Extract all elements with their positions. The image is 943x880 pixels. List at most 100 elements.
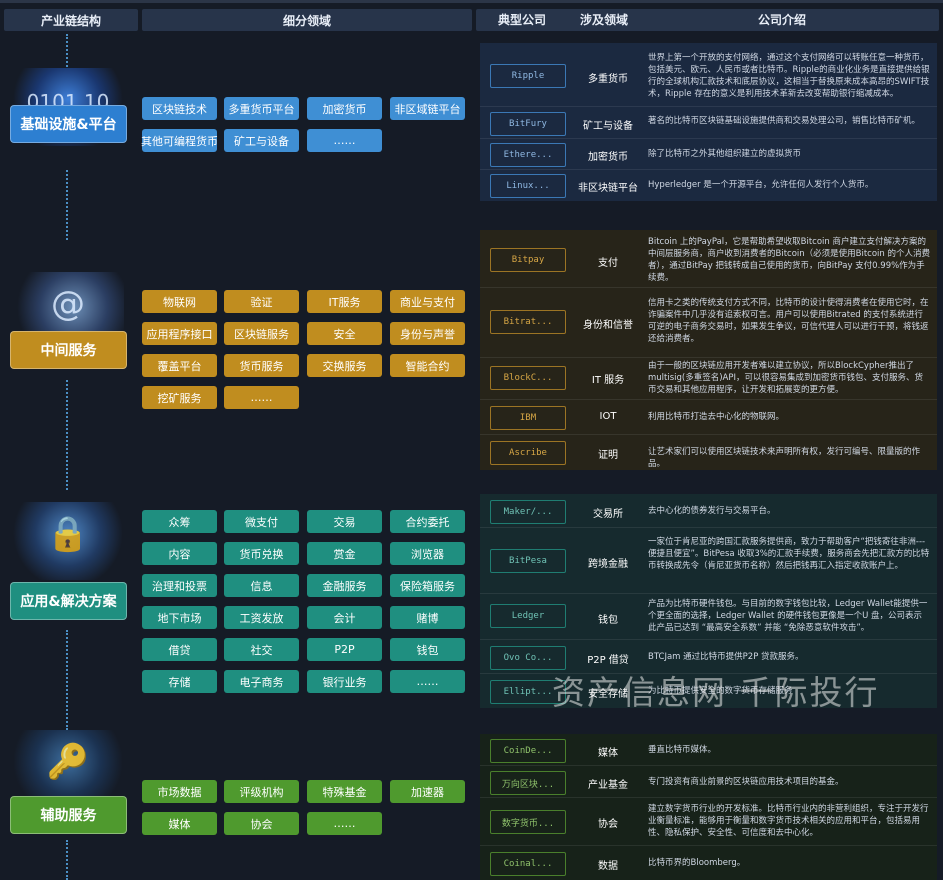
company-panel-middle: Bitpay 支付 Bitcoin 上的PayPal，它是帮助希望收取Bitco…: [480, 230, 937, 470]
header-chain: 产业链结构: [4, 9, 138, 31]
section-label-infra: 基础设施&平台: [10, 105, 127, 143]
chip-segment: ……: [307, 812, 382, 835]
company-name: BlockC...: [490, 366, 566, 390]
chip-segment: 交换服务: [307, 354, 382, 377]
company-field: 钱包: [598, 615, 618, 626]
company-row: 万向区块... 产业基金 专门投资有商业前景的区块链应用技术项目的基金。: [480, 766, 937, 798]
company-name: IBM: [490, 406, 566, 430]
company-panel-app: Maker/... 交易所 去中心化的债券发行与交易平台。 BitPesa 跨境…: [480, 494, 937, 708]
company-field: 矿工与设备: [583, 121, 633, 132]
company-field: 非区块链平台: [578, 183, 638, 194]
chip-segment: 工资发放: [224, 606, 299, 629]
company-intro: 信用卡之类的传统支付方式不同，比特币的设计使得消费者在使用它时，在诈骗案件中几乎…: [648, 298, 929, 344]
company-field: 媒体: [598, 748, 618, 759]
company-row: Ovo Co... P2P 借贷 BTCJam 通过比特币提供P2P 贷款服务。: [480, 640, 937, 674]
chip-segment: 覆盖平台: [142, 354, 217, 377]
company-row: CoinDe... 媒体 垂直比特币媒体。: [480, 734, 937, 766]
company-name: Bitrat...: [490, 310, 566, 334]
company-field: 加密货币: [588, 152, 628, 163]
company-intro: 比特币界的Bloomberg。: [648, 858, 746, 868]
chip-segment: ……: [390, 670, 465, 693]
company-intro: 一家位于肯尼亚的跨国汇款服务提供商，致力于帮助客户“把钱寄往非洲---便捷且便宜…: [648, 537, 930, 571]
padlock-icon: 🔒: [12, 502, 124, 580]
chip-segment: 媒体: [142, 812, 217, 835]
company-row: Maker/... 交易所 去中心化的债券发行与交易平台。: [480, 494, 937, 528]
header-intro: 公司介绍: [758, 13, 807, 27]
chip-segment: 合约委托: [390, 510, 465, 533]
chip-segment: 挖矿服务: [142, 386, 217, 409]
company-field: 跨境金融: [588, 559, 628, 570]
company-name: BitFury: [490, 112, 566, 136]
company-field: 产业基金: [588, 780, 628, 791]
company-field: 多重货币: [588, 74, 628, 85]
company-panel-infra: Ripple 多重货币 世界上第一个开放的支付网络，通过这个支付网络可以转账任意…: [480, 43, 937, 201]
chip-segment: 区块链技术: [142, 97, 217, 120]
section-label-aux: 辅助服务: [10, 796, 127, 834]
company-intro: 为比特币提供安全的数字货币存储服务: [648, 686, 793, 696]
company-name: 数字货币...: [490, 810, 566, 834]
chip-segment: 应用程序接口: [142, 322, 217, 345]
company-intro: BTCJam 通过比特币提供P2P 贷款服务。: [648, 652, 804, 662]
company-field: P2P 借贷: [587, 655, 629, 666]
chip-segment: 银行业务: [307, 670, 382, 693]
chip-segment: ……: [224, 386, 299, 409]
chip-segment: 其他可编程货币: [141, 129, 218, 152]
company-intro: 除了比特币之外其他组织建立的虚拟货币: [648, 149, 802, 159]
company-row: Ethere... 加密货币 除了比特币之外其他组织建立的虚拟货币: [480, 139, 937, 170]
chip-segment: 会计: [307, 606, 382, 629]
chip-segment: 特殊基金: [307, 780, 382, 803]
chip-segment: 矿工与设备: [224, 129, 299, 152]
company-row: IBM IOT 利用比特币打造去中心化的物联网。: [480, 400, 937, 435]
chip-segment: 存储: [142, 670, 217, 693]
chip-segment: 社交: [224, 638, 299, 661]
connector-line: [66, 380, 68, 490]
watermark-text: 资产信息网 千际投行: [552, 673, 880, 712]
chip-segment: ……: [307, 129, 382, 152]
header-field: 涉及领域: [580, 13, 629, 27]
company-row: Bitrat... 身份和信誉 信用卡之类的传统支付方式不同，比特币的设计使得消…: [480, 288, 937, 358]
company-name: Ripple: [490, 64, 566, 88]
connector-line: [66, 840, 68, 880]
company-field: 支付: [598, 258, 618, 269]
company-intro: 世界上第一个开放的支付网络，通过这个支付网络可以转账任意一种货币，包括美元、欧元…: [648, 53, 930, 99]
chip-segment: 浏览器: [390, 542, 465, 565]
chip-segment: 钱包: [390, 638, 465, 661]
chip-segment: P2P: [307, 638, 382, 661]
chip-segment: 身份与声誉: [390, 322, 465, 345]
chip-segment: 电子商务: [224, 670, 299, 693]
chip-segment: 智能合约: [390, 354, 465, 377]
chip-segment: IT服务: [307, 290, 382, 313]
company-name: Maker/...: [490, 500, 566, 524]
company-name: 万向区块...: [490, 771, 566, 795]
company-row: Ripple 多重货币 世界上第一个开放的支付网络，通过这个支付网络可以转账任意…: [480, 43, 937, 107]
chip-segment: 金融服务: [307, 574, 382, 597]
chip-segment: 非区域链平台: [390, 97, 465, 120]
company-row: BitPesa 跨境金融 一家位于肯尼亚的跨国汇款服务提供商，致力于帮助客户“把…: [480, 528, 937, 594]
company-intro: 利用比特币打造去中心化的物联网。: [648, 412, 785, 422]
company-row: Coinal... 数据 比特币界的Bloomberg。: [480, 846, 937, 880]
top-border: [0, 0, 943, 3]
company-name: Ascribe: [490, 441, 566, 465]
chip-segment: 协会: [224, 812, 299, 835]
company-intro: 让艺术家们可以使用区块链技术来声明所有权，发行可编号、限量版的作品。: [648, 447, 921, 469]
company-field: IT 服务: [591, 375, 625, 386]
header-segments: 细分领域: [142, 9, 472, 31]
company-intro: Bitcoin 上的PayPal，它是帮助希望收取Bitcoin 商户建立支付解…: [648, 237, 931, 283]
header-company: 典型公司: [498, 13, 547, 27]
company-row: Ledger 钱包 产品为比特币硬件钱包。与目前的数字钱包比较，Ledger W…: [480, 594, 937, 640]
chip-segment: 安全: [307, 322, 382, 345]
chip-segment: 加密货币: [307, 97, 382, 120]
connector-line: [66, 170, 68, 240]
chip-segment: 多重货币平台: [224, 97, 299, 120]
chip-segment: 治理和投票: [142, 574, 217, 597]
chip-segment: 区块链服务: [224, 322, 299, 345]
chip-segment: 信息: [224, 574, 299, 597]
company-field: 安全存储: [588, 689, 628, 700]
company-row: Linux... 非区块链平台 Hyperledger 是一个开源平台，允许任何…: [480, 170, 937, 201]
chip-segment: 微支付: [224, 510, 299, 533]
company-field: 身份和信誉: [583, 320, 633, 331]
company-row: BlockC... IT 服务 由于一般的区块链应用开发者难以建立协议，所以Bl…: [480, 358, 937, 400]
chip-segment: 市场数据: [142, 780, 217, 803]
section-label-app: 应用&解决方案: [10, 582, 127, 620]
chip-segment: 货币兑换: [224, 542, 299, 565]
